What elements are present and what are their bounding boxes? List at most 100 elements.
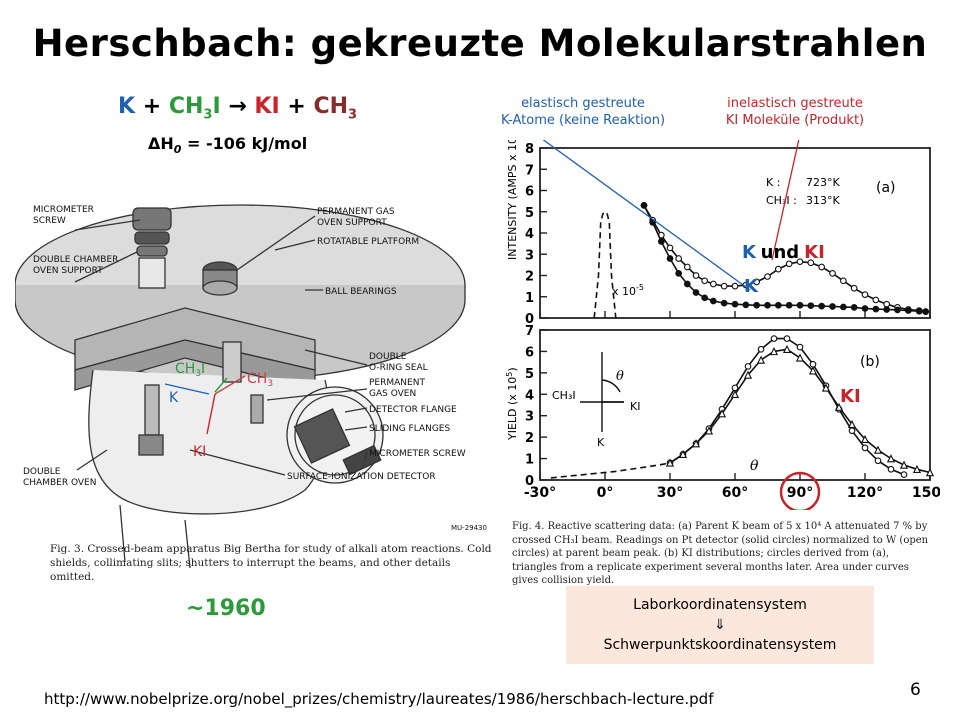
point-1-0-7 <box>757 345 765 353</box>
overlay-ch3i-main: CH <box>175 361 195 377</box>
overlay-k-label: K <box>169 390 179 406</box>
point-1-1-13 <box>834 402 844 411</box>
temp-ch3i-label: CH₃I : <box>766 194 797 207</box>
callout-permanent-gas: PERMANENT GAS <box>317 207 395 217</box>
reaction-ch3i-sub: 3 <box>203 107 213 123</box>
point-0-1-24 <box>883 306 891 313</box>
point-0-0-20 <box>839 277 847 285</box>
point-0-1-26 <box>904 307 912 314</box>
point-0-0-5 <box>683 263 691 271</box>
point-0-1-11 <box>742 301 750 309</box>
point-1-1-9 <box>782 344 792 354</box>
enthalpy-value: = -106 kJ/mol <box>181 134 308 153</box>
coordinate-system-box: Laborkoordinatensystem ⇓ Schwerpunktskoo… <box>566 586 874 664</box>
callout-double: DOUBLE <box>23 467 61 477</box>
reaction-ki: KI <box>254 94 280 119</box>
label-k-und-ki-und: und <box>761 242 800 263</box>
point-0-0-8 <box>709 280 717 288</box>
label-k-und-ki-k: K <box>742 242 757 263</box>
temp-k-label: K : <box>766 176 780 189</box>
point-1-1-1 <box>678 449 688 459</box>
inset-ki-label: KI <box>630 400 640 413</box>
label-inelastic-line-1: inelastisch gestreute <box>727 96 863 111</box>
point-1-0-9 <box>783 335 791 342</box>
label-k-curve: K <box>744 276 759 297</box>
point-0-1-23 <box>872 305 880 313</box>
ytick-label-b-1: 1 <box>525 453 534 468</box>
source-url[interactable]: http://www.nobelprize.org/nobel_prizes/c… <box>44 690 714 708</box>
point-1-1-5 <box>730 389 740 399</box>
coord-line-com: Schwerpunktskoordinatensystem <box>603 637 837 653</box>
inset-ch3i-label: CH₃I <box>552 389 576 402</box>
highlight-90-degree-circle <box>779 471 821 510</box>
point-0-0-3 <box>666 244 674 252</box>
panel-b-ylabel-exp: 5 <box>505 372 514 377</box>
point-0-1-8 <box>709 297 717 305</box>
reaction-enthalpy: ΔH0 = -106 kJ/mol <box>148 134 307 156</box>
inelastic-pointer-arrow <box>771 140 800 261</box>
scale-note: x 10-5 <box>612 283 644 298</box>
callout-surface-ionization-detector: SURFACE-IONIZATION DETECTOR <box>287 472 436 482</box>
point-1-0-15 <box>861 444 869 452</box>
panel-b-ylabel-end: ) <box>506 367 519 371</box>
point-0-0-22 <box>861 291 869 298</box>
panel-b-ylabel-base: YIELD (x 10 <box>506 377 519 441</box>
beam-ch3i-arrow <box>214 377 228 393</box>
point-1-1-14 <box>847 419 857 429</box>
point-1-0-14 <box>848 427 856 435</box>
point-0-0-23 <box>872 296 880 304</box>
point-0-1-22 <box>861 305 869 312</box>
point-0-1-25 <box>894 306 901 314</box>
point-0-0-9 <box>720 282 728 290</box>
point-0-1-7 <box>701 294 709 302</box>
ytick-label-a-6: 6 <box>525 185 534 200</box>
ytick-label-b-5: 5 <box>525 367 534 382</box>
point-0-1-18 <box>818 302 826 310</box>
point-0-0-16 <box>796 258 804 266</box>
ytick-label-a-8: 8 <box>525 142 534 157</box>
point-1-1-11 <box>808 366 818 375</box>
point-0-1-16 <box>796 301 804 309</box>
page-number: 6 <box>910 680 921 700</box>
point-1-1-18 <box>899 460 909 469</box>
point-1-1-6 <box>743 370 753 379</box>
figure3-caption: Fig. 3. Crossed-beam apparatus Big Berth… <box>50 543 492 583</box>
point-0-0-12 <box>753 278 761 286</box>
overlay-ki-label: KI <box>193 444 206 460</box>
reaction-plus-1: + <box>142 94 162 119</box>
ytick-label-a-7: 7 <box>525 163 534 178</box>
panel-b-letter: (b) <box>860 354 880 370</box>
overlay-ch3-sub: 3 <box>267 379 273 389</box>
point-0-1-0 <box>640 202 648 209</box>
label-ki-curve: KI <box>840 386 861 407</box>
plot-series <box>550 202 935 479</box>
point-0-1-20 <box>839 303 847 311</box>
scale-note-base: x 10 <box>612 285 636 298</box>
coord-arrow-icon: ⇓ <box>714 617 726 633</box>
point-1-0-11 <box>809 360 817 368</box>
point-0-1-5 <box>683 280 691 288</box>
point-1-1-16 <box>873 445 883 454</box>
reaction-ch3-main: CH <box>313 94 348 119</box>
panel-b-theta-label: θ <box>750 458 759 474</box>
point-0-1-10 <box>731 300 739 308</box>
ytick-label-a-4: 4 <box>525 227 534 242</box>
point-0-0-6 <box>692 272 700 279</box>
beam-ki-arrow <box>206 393 216 435</box>
point-1-1-4 <box>717 409 727 418</box>
point-0-0-21 <box>850 284 858 292</box>
point-0-1-28 <box>922 308 930 315</box>
callout-micrometer-screw: MICROMETER SCREW <box>369 449 466 459</box>
ytick-label-b-7: 7 <box>525 324 534 339</box>
callout-double-oring: DOUBLE <box>369 352 407 362</box>
xtick-label-4: 90° <box>787 485 813 501</box>
point-0-1-6 <box>692 289 700 296</box>
panel-a-ylabel-base: INTENSITY (AMPS x 10 <box>506 140 519 260</box>
callout-micrometer: MICROMETER <box>33 205 94 215</box>
point-1-1-15 <box>860 434 870 444</box>
point-1-1-20 <box>925 468 935 477</box>
point-1-0-17 <box>887 465 895 473</box>
label-elastic-line-1: elastisch gestreute <box>521 96 645 111</box>
point-1-1-12 <box>821 383 831 392</box>
